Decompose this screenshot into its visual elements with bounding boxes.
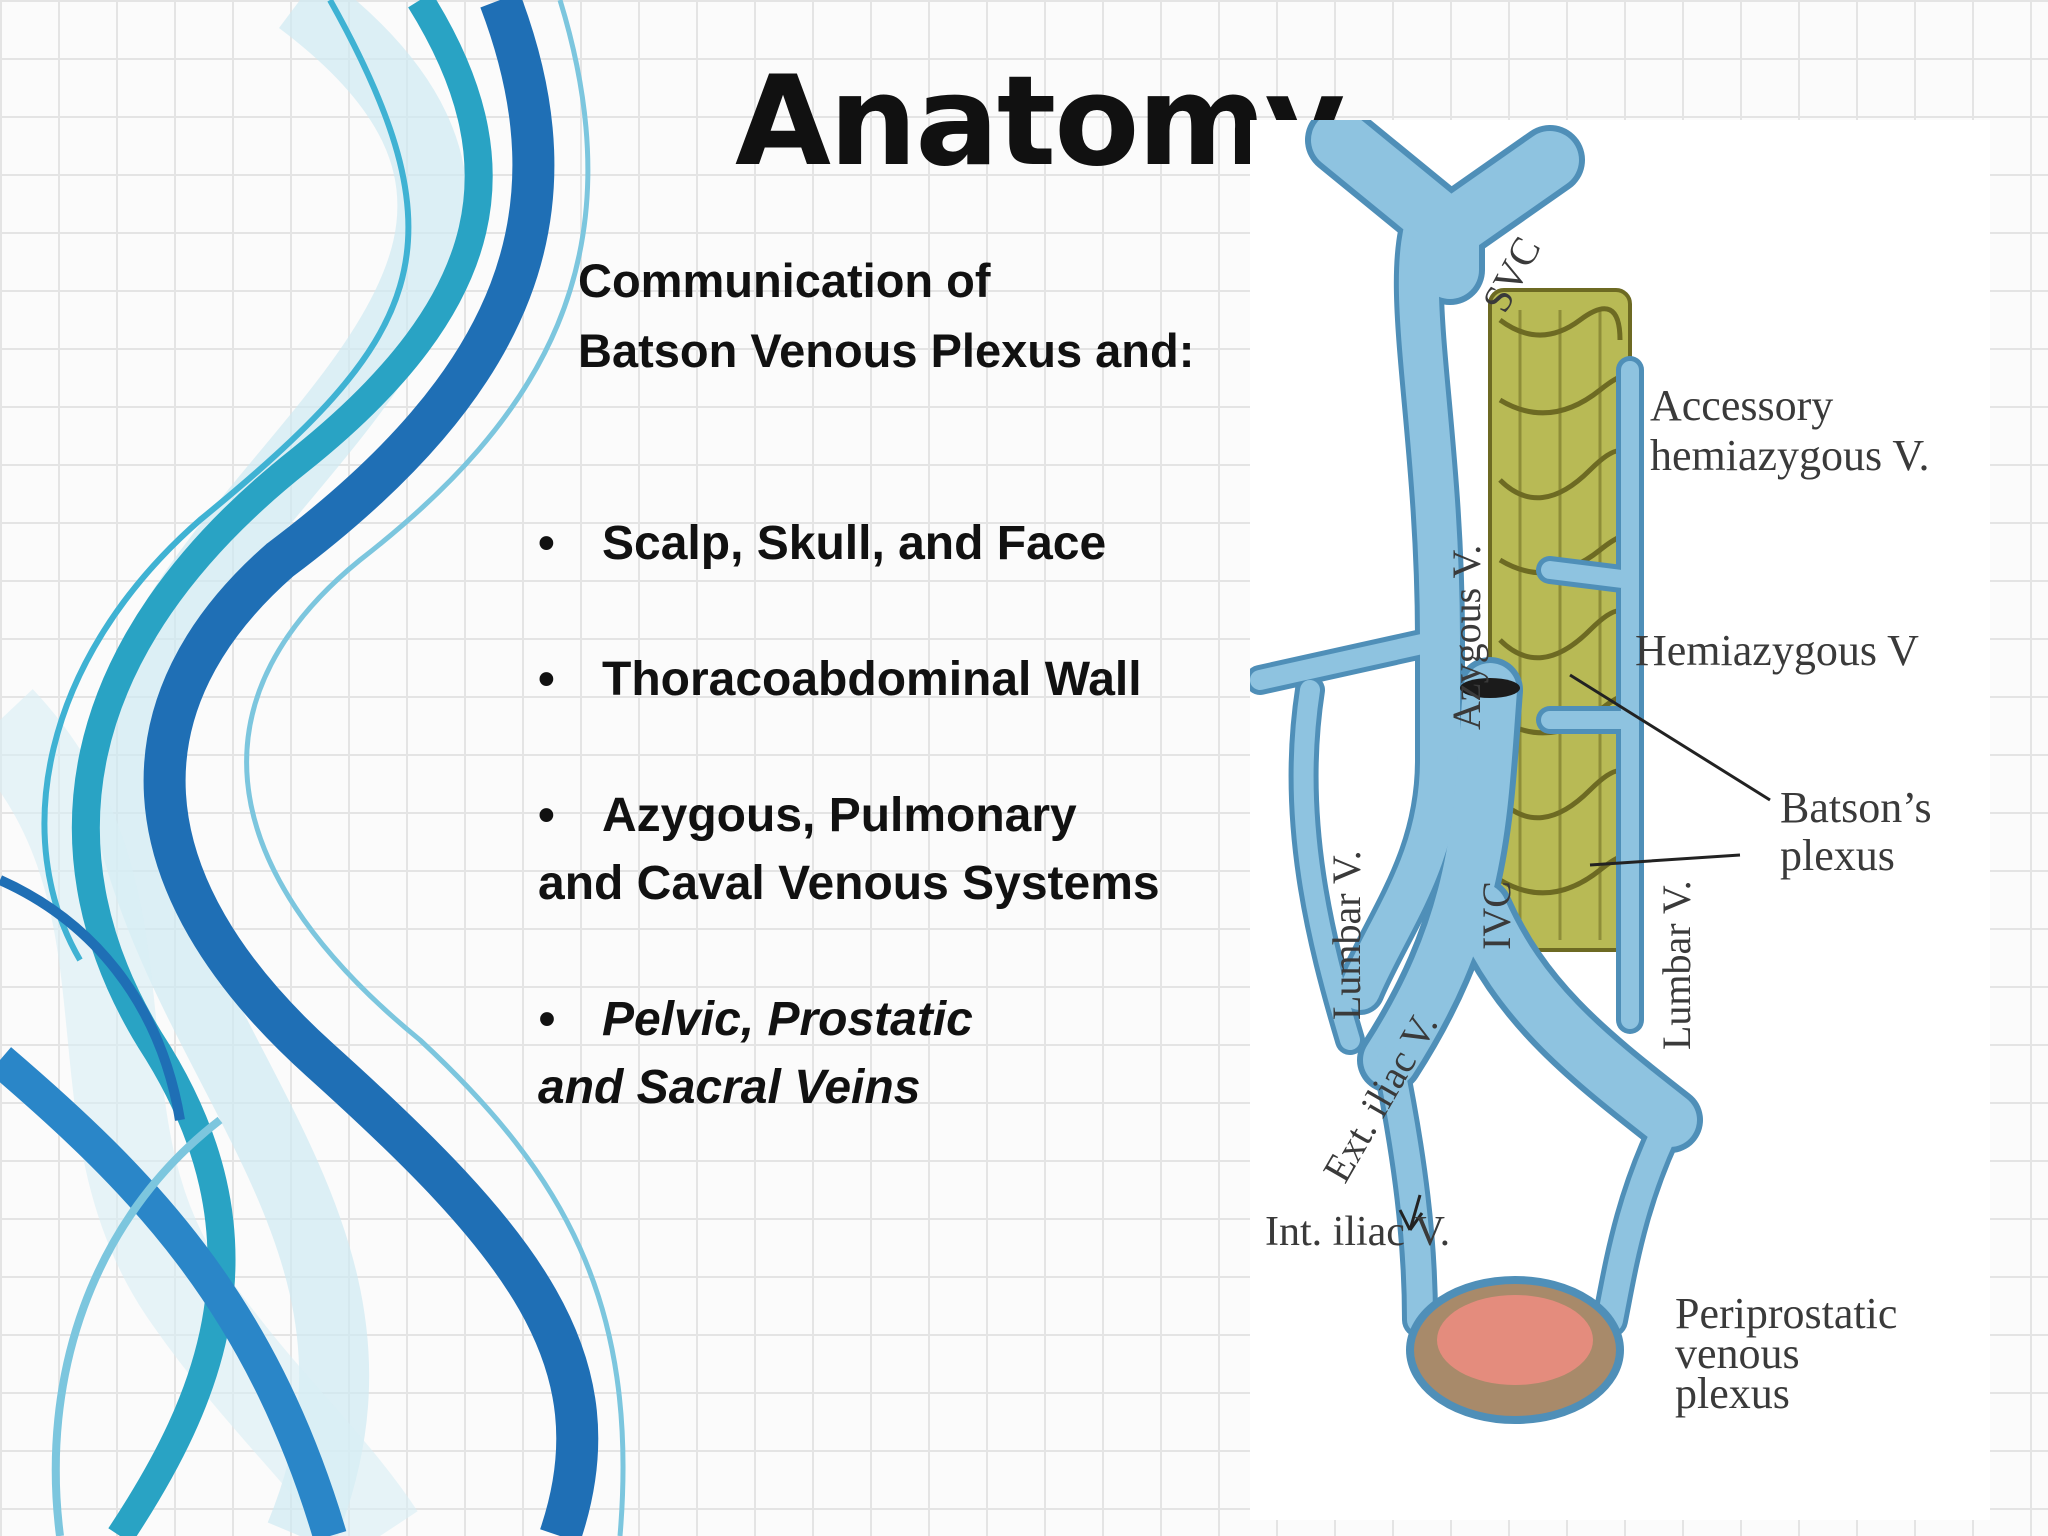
label-batsons-2: plexus [1780,831,1895,880]
leader-lines [1408,673,1771,1231]
ribbon-thin-2 [244,0,626,1536]
arrow-head [1398,1209,1424,1231]
label-accessory-2: hemiazygous V. [1650,431,1929,480]
bullet-dot: • [538,789,555,842]
prostate [1437,1295,1593,1385]
subtitle-line-1: Communication of [578,254,991,307]
label-int-iliac: Int. iliac V. [1265,1209,1450,1255]
bullet-dot: • [538,653,555,706]
label-periprostatic-3: plexus [1675,1369,1790,1418]
bullet-dot: • [538,993,555,1046]
bullet-text-continuation: and Sacral Veins [538,1061,921,1114]
bullet-text: Azygous, Pulmonary [602,789,1077,842]
decorative-ribbons [0,0,626,1536]
label-batsons-1: Batson’s [1780,783,1932,832]
ivc [1363,663,1697,1147]
label-lumbar-left: Lumbar V. [1324,850,1369,1020]
bullet-item-scalp: • Scalp, Skull, and Face [538,510,1160,578]
ribbon-light-1 [89,0,468,1536]
label-ivc: IVC [1474,881,1519,950]
bullet-text-continuation: and Caval Venous Systems [538,857,1160,910]
batson-plexus-column [1488,288,1636,952]
label-hemiazygous: Hemiazygous V [1635,626,1919,675]
label-lumbar-right: Lumbar V. [1654,880,1699,1050]
iliac-veins [1377,1047,1683,1333]
bullet-text: Pelvic, Prostatic [602,993,973,1046]
bullet-list: • Scalp, Skull, and Face • Thoracoabdomi… [538,510,1160,1190]
page-title: Anatomy [735,50,1345,194]
venous-anatomy-illustration: SVC Accessory hemiazygous V. Azygous V. … [1250,120,1990,1520]
azygous-vein [1340,190,1460,1010]
plexus-strands [1518,310,1602,940]
bullet-item-azygous: • Azygous, Pulmonary and Caval Venous Sy… [538,782,1160,918]
label-periprostatic-2: venous [1675,1329,1800,1378]
label-accessory-1: Accessory [1650,381,1833,430]
label-periprostatic-1: Periprostatic [1675,1289,1897,1338]
periprostatic-plexus [1406,1276,1624,1424]
bullet-text: Scalp, Skull, and Face [602,517,1107,570]
label-azygous: Azygous V. [1444,545,1489,730]
ribbon-dark-2 [0,1047,347,1536]
svc [1311,120,1579,299]
hemiazygous [1541,361,1639,1029]
ivc-opening [1460,678,1520,698]
bullet-dot: • [538,517,555,570]
ribbon-dark-1 [143,0,599,1536]
veins [1250,120,1703,1338]
subtitle-line-2: Batson Venous Plexus and: [578,324,1195,377]
ribbon-thin-1 [41,0,412,962]
bullet-item-thoraco: • Thoracoabdominal Wall [538,646,1160,714]
bullet-item-pelvic: • Pelvic, Prostatic and Sacral Veins [538,986,1160,1122]
subtitle: Communication of Batson Venous Plexus an… [578,246,1194,386]
ribbon-thin-4 [51,1116,223,1536]
ribbon-thin-3 [0,875,185,1121]
lumbar-left [1250,630,1450,1050]
bullet-text: Thoracoabdominal Wall [602,653,1142,706]
